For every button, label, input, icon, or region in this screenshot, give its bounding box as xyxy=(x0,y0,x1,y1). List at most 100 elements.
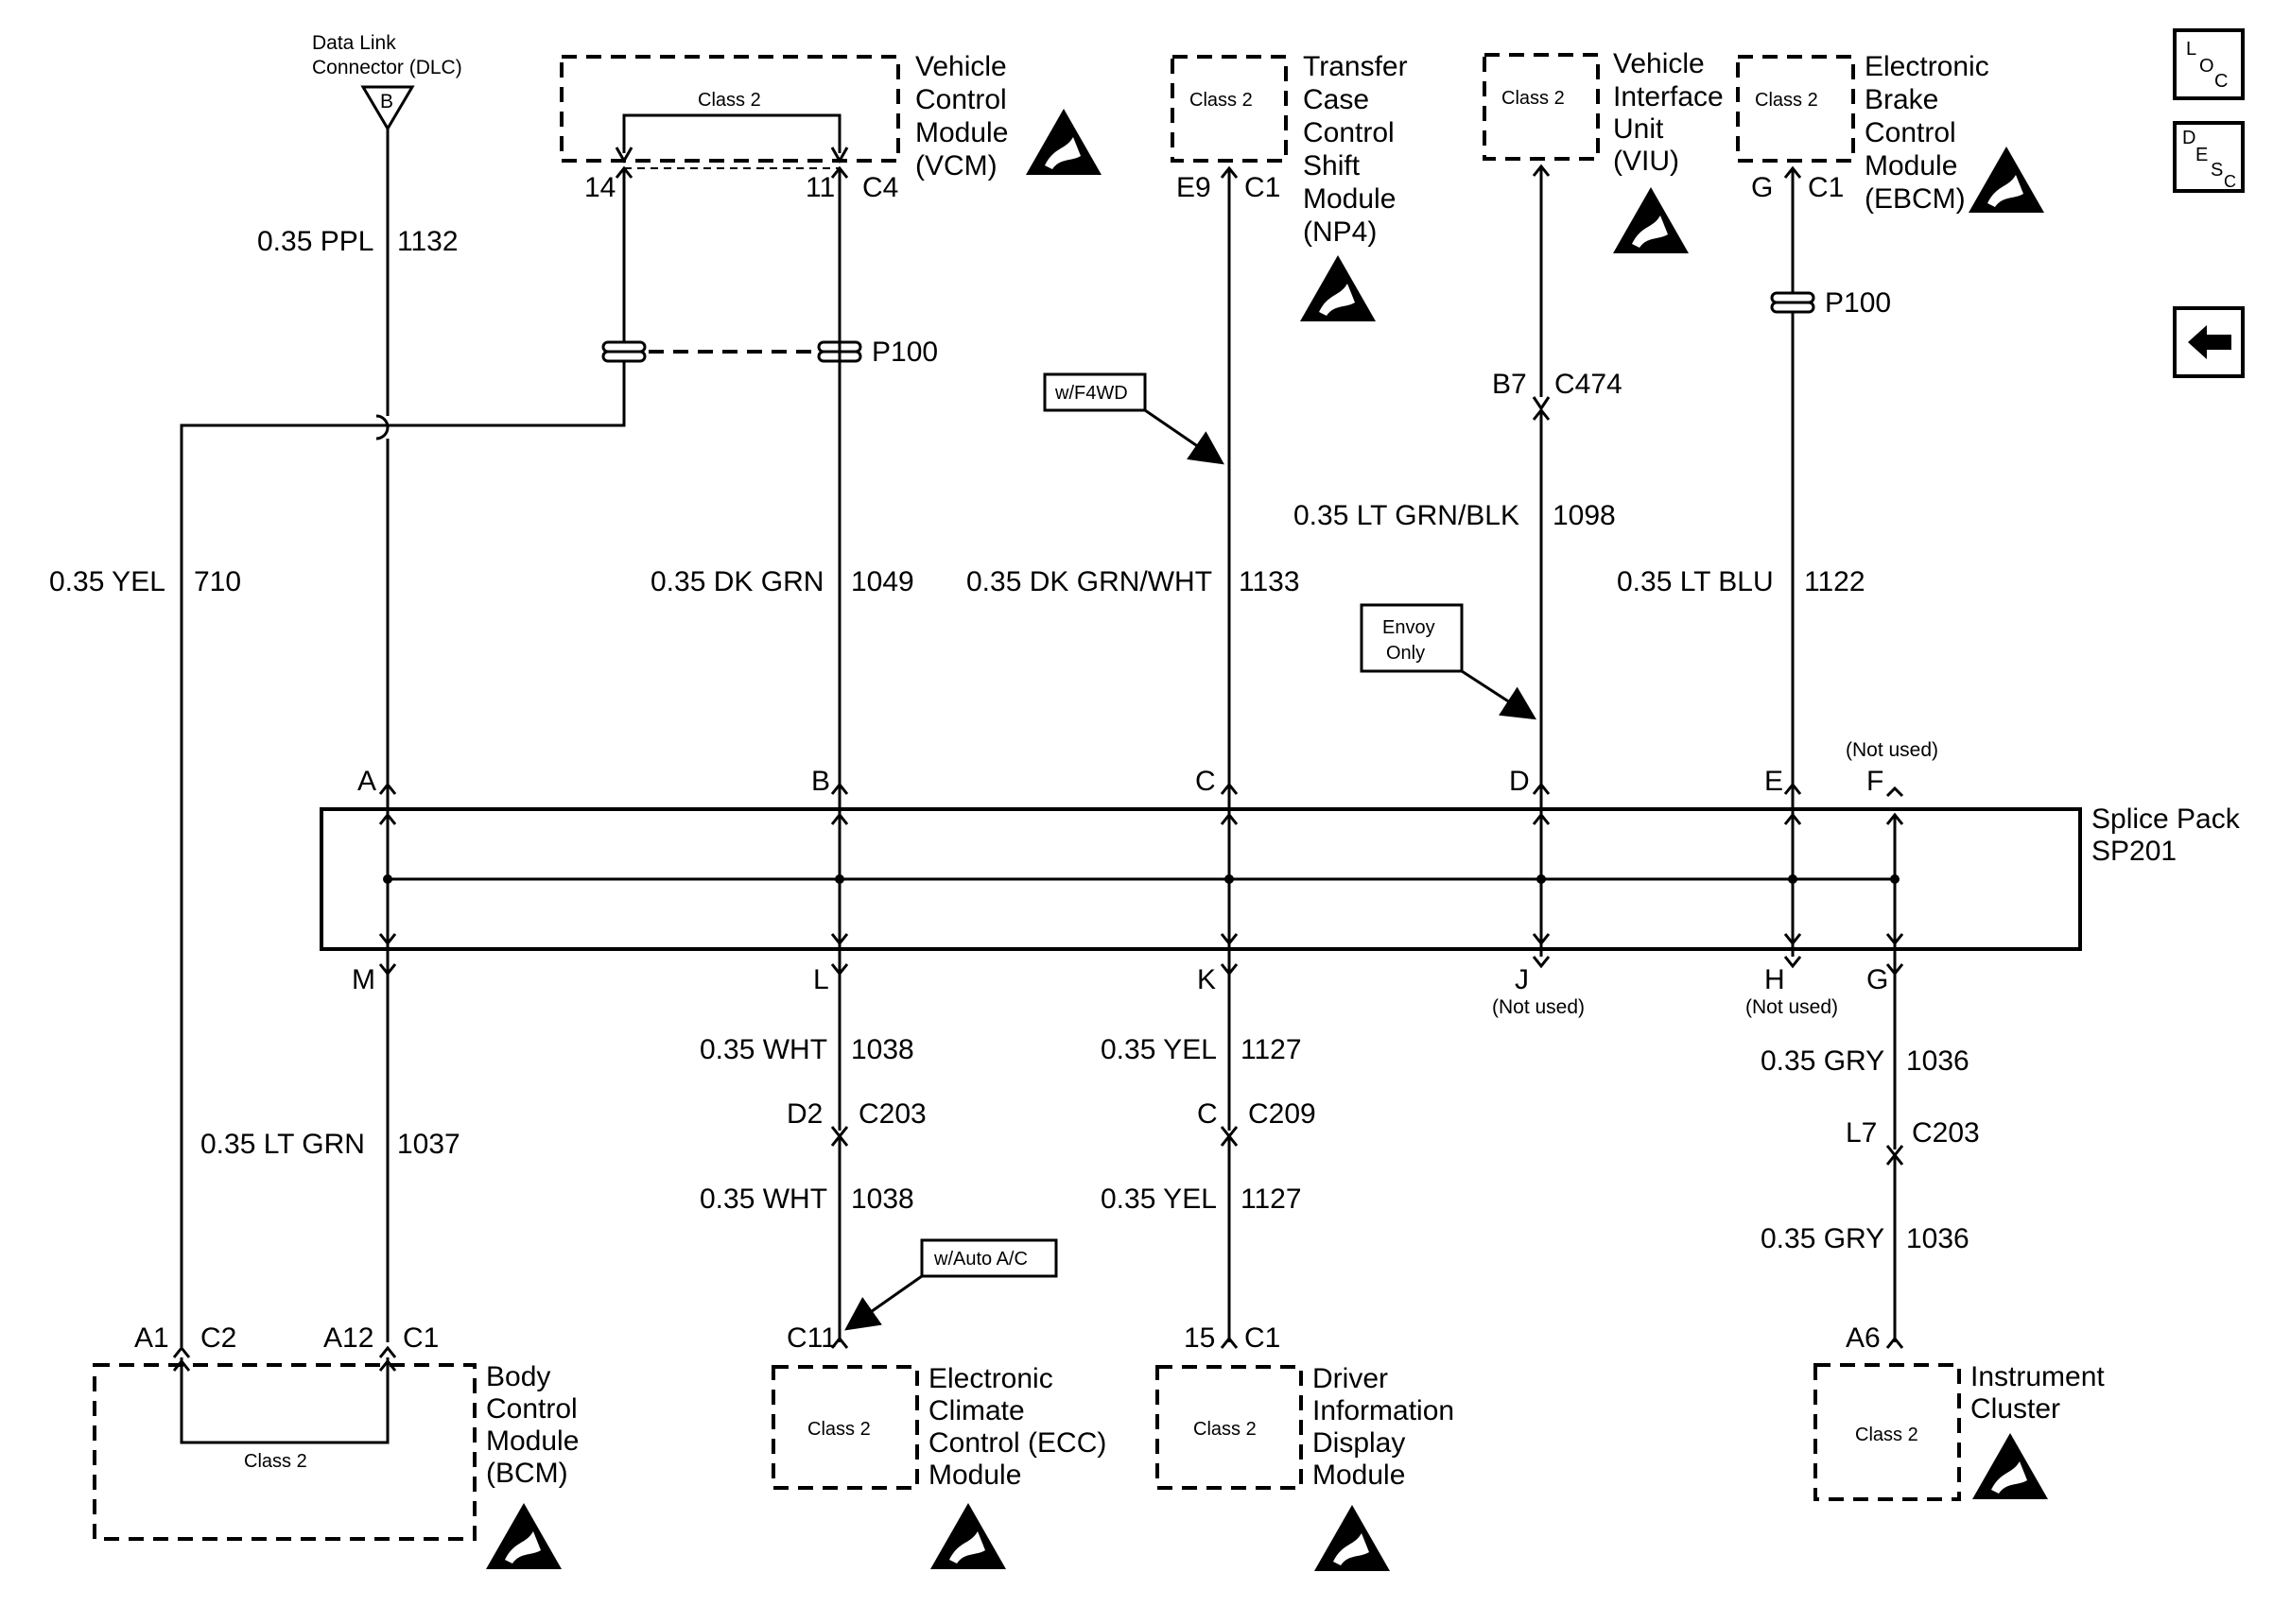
bcm-name-line: (BCM) xyxy=(486,1458,568,1489)
body-control-module: A1 C2 A12 C1 Class 2 Body Control Module… xyxy=(93,1322,579,1569)
note-w-f4wd: w/F4WD xyxy=(1043,372,1224,465)
splice-pin: A xyxy=(357,766,376,797)
tccsm-name-line: Control xyxy=(1303,117,1395,148)
nav-char: C xyxy=(2224,172,2236,191)
splice-pack-box xyxy=(320,807,2082,951)
vcm-name-line: (VCM) xyxy=(915,150,998,181)
ebcm-box xyxy=(1736,55,1855,163)
ipc-inline-connector: C203 xyxy=(1912,1117,1980,1149)
ebcm-class-label: Class 2 xyxy=(1755,90,1818,111)
esd-warning-icon xyxy=(930,1503,1006,1569)
viu-name-line: Interface xyxy=(1613,81,1724,112)
splice-pack-sp201: Splice Pack SP201 xyxy=(320,803,2241,951)
dim-name-line: Information xyxy=(1312,1395,1454,1426)
esd-warning-icon xyxy=(1314,1505,1390,1571)
tccsm-connector: C1 xyxy=(1244,172,1280,203)
wire-label: 0.35 LT GRN/BLK xyxy=(1293,500,1519,531)
ebcm-name-line: Electronic xyxy=(1865,51,1989,82)
tccsm-box xyxy=(1171,55,1288,163)
bcm-connector: C2 xyxy=(200,1322,236,1354)
splice-pin: H xyxy=(1764,964,1785,995)
wire-label: 0.35 GRY xyxy=(1761,1045,1884,1077)
ipc-class-label: Class 2 xyxy=(1855,1425,1918,1445)
dim-box xyxy=(1155,1365,1303,1490)
wire-label: 0.35 PPL xyxy=(257,226,373,257)
vehicle-control-module: Class 2 Vehicle Control Module (VCM) xyxy=(560,51,1102,181)
tccsm-name-line: Shift xyxy=(1303,150,1361,181)
ecc-name-line: Climate xyxy=(928,1395,1025,1426)
ipc-box xyxy=(1813,1363,1961,1501)
esd-warning-icon xyxy=(1613,187,1689,253)
location-button[interactable]: L O C xyxy=(2173,28,2245,100)
vcm-name-line: Module xyxy=(915,117,1008,148)
viu-name-line: (VIU) xyxy=(1613,146,1679,177)
viu-name-line: Vehicle xyxy=(1613,48,1705,79)
esd-warning-icon xyxy=(1300,255,1376,321)
bcm-pin: A12 xyxy=(323,1322,373,1354)
dlc-title-line2: Connector (DLC) xyxy=(312,57,462,78)
note-text: w/F4WD xyxy=(1054,383,1128,404)
circuit-number: 1132 xyxy=(397,226,459,257)
splice-pin: E xyxy=(1764,766,1783,797)
dim-pin: 15 xyxy=(1184,1322,1215,1354)
ecc-inline-connector: C203 xyxy=(859,1098,927,1130)
splice-pin: L xyxy=(813,964,829,995)
circuit-number: 1037 xyxy=(397,1129,460,1160)
vcm-pin: 11 xyxy=(806,172,835,203)
wire-label: 0.35 YEL xyxy=(1101,1183,1217,1215)
splice-pack-name: Splice Pack xyxy=(2091,803,2241,835)
vcm-connector: C4 xyxy=(862,172,898,203)
back-button[interactable] xyxy=(2173,306,2245,378)
ipc-inline-pin: L7 xyxy=(1846,1117,1877,1149)
circuit-number: 1049 xyxy=(851,566,914,597)
ecc-name-line: Control (ECC) xyxy=(928,1427,1106,1459)
dlc-title-line1: Data Link xyxy=(312,32,396,54)
bcm-box xyxy=(93,1363,477,1541)
ipc-pin: A6 xyxy=(1846,1322,1881,1354)
bcm-pin: A1 xyxy=(134,1322,169,1354)
bcm-name-line: Body xyxy=(486,1361,550,1392)
description-button[interactable]: D E S C xyxy=(2173,121,2245,193)
viu-name-line: Unit xyxy=(1613,113,1664,145)
viu-connector: C474 xyxy=(1554,369,1622,400)
tccsm-pin: E9 xyxy=(1176,172,1211,203)
p100-label: P100 xyxy=(1825,287,1891,319)
dim-name-line: Driver xyxy=(1312,1363,1388,1394)
dlc-triangle-icon xyxy=(360,85,415,131)
vehicle-interface-unit: Class 2 Vehicle Interface Unit (VIU) xyxy=(1483,48,1724,253)
wire-label: 0.35 DK GRN xyxy=(651,566,824,597)
ebcm-name-line: Brake xyxy=(1865,84,1938,115)
viu-class-label: Class 2 xyxy=(1501,88,1565,109)
circuit-number: 1122 xyxy=(1804,566,1865,597)
dim-name-line: Display xyxy=(1312,1427,1405,1459)
tccsm-name-line: Transfer xyxy=(1303,51,1408,82)
ebcm-name-line: (EBCM) xyxy=(1865,183,1966,215)
dim-connector: C1 xyxy=(1244,1322,1280,1354)
dim-class-label: Class 2 xyxy=(1193,1419,1257,1440)
circuit-number: 1127 xyxy=(1241,1183,1302,1215)
ebcm-name-line: Control xyxy=(1865,117,1956,148)
dim-inline-connector: C209 xyxy=(1248,1098,1316,1130)
splice-pack-id: SP201 xyxy=(2091,836,2177,867)
viu-box xyxy=(1483,53,1600,161)
p100-connector-icon xyxy=(601,340,647,363)
data-link-connector: Data Link Connector (DLC) B xyxy=(312,32,462,131)
viu-pin: B7 xyxy=(1492,369,1527,400)
note-text: Envoy xyxy=(1382,617,1435,638)
tccsm-name-line: Case xyxy=(1303,84,1369,115)
note-text: Only xyxy=(1386,643,1425,664)
vcm-name-line: Vehicle xyxy=(915,51,1007,82)
ebcm-pin: G xyxy=(1751,172,1773,203)
transfer-case-module: Class 2 Transfer Case Control Shift Modu… xyxy=(1171,51,1408,321)
tccsm-name-line: (NP4) xyxy=(1303,216,1377,248)
splice-pin: K xyxy=(1197,964,1216,995)
circuit-number: 1038 xyxy=(851,1183,914,1215)
bcm-name-line: Control xyxy=(486,1393,578,1425)
splice-pin: D xyxy=(1509,766,1530,797)
circuit-number: 1133 xyxy=(1239,566,1300,597)
splice-pin: C xyxy=(1195,766,1216,797)
wire-label: 0.35 WHT xyxy=(700,1034,827,1065)
ecc-class-label: Class 2 xyxy=(807,1419,871,1440)
splice-pin: J xyxy=(1515,964,1529,995)
